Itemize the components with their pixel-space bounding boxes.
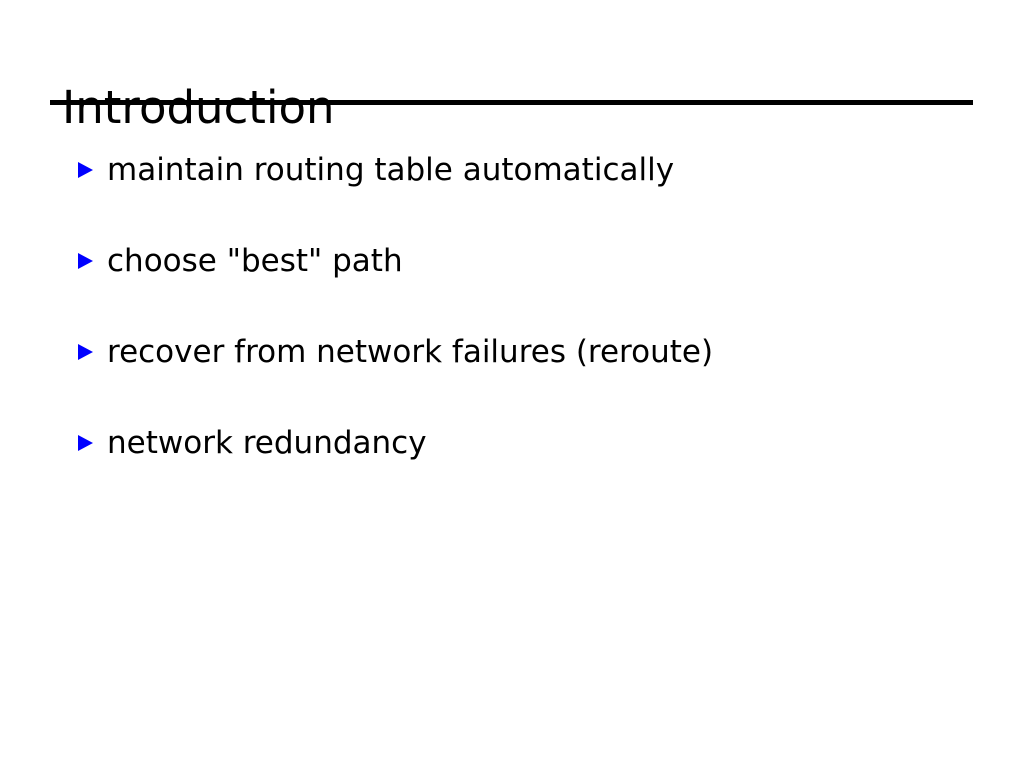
list-item[interactable]: maintain routing table automatically: [74, 150, 974, 241]
triangle-right-icon: [78, 253, 93, 269]
list-item[interactable]: recover from network failures (reroute): [74, 332, 974, 423]
page-title: Introduction: [62, 81, 335, 135]
list-item[interactable]: network redundancy: [74, 423, 974, 514]
list-item[interactable]: choose "best" path: [74, 241, 974, 332]
triangle-right-icon: [78, 435, 93, 451]
triangle-right-icon: [78, 162, 93, 178]
bullet-list: maintain routing table automatically cho…: [74, 150, 974, 514]
list-item-label: recover from network failures (reroute): [107, 334, 714, 370]
list-item-label: choose "best" path: [107, 243, 403, 279]
triangle-right-icon: [78, 344, 93, 360]
title-underline-rule: [50, 100, 973, 105]
list-item-label: maintain routing table automatically: [107, 152, 675, 188]
list-item-label: network redundancy: [107, 425, 427, 461]
